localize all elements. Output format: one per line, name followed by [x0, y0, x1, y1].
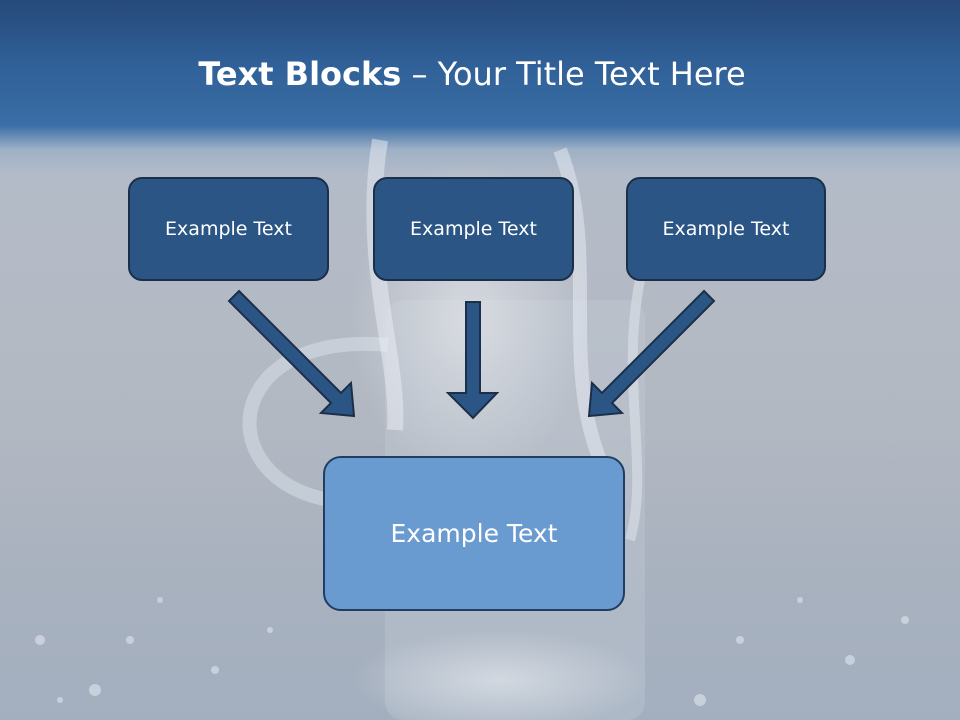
target-block-label: Example Text [390, 519, 558, 548]
arrow-left-icon [227, 289, 356, 418]
text-block-3-label: Example Text [662, 218, 790, 240]
slide-title: Text Blocks – Your Title Text Here [0, 52, 944, 96]
title-separator: – [401, 55, 438, 93]
arrow-right-icon [587, 289, 716, 418]
title-bold: Text Blocks [198, 55, 402, 93]
text-block-1-label: Example Text [165, 218, 292, 240]
text-block-2-label: Example Text [410, 218, 537, 240]
title-rest: Your Title Text Here [437, 55, 746, 93]
text-block-1[interactable]: Example Text [128, 177, 329, 281]
target-block[interactable]: Example Text [323, 456, 625, 611]
text-block-3[interactable]: Example Text [626, 177, 826, 281]
text-block-2[interactable]: Example Text [373, 177, 574, 281]
arrow-down-icon [445, 301, 500, 420]
